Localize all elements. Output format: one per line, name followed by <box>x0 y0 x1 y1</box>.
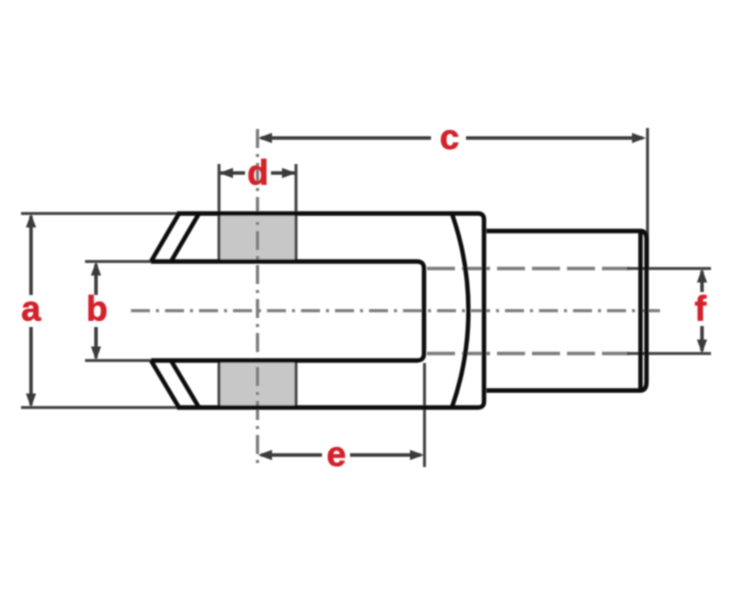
svg-text:b: b <box>86 290 107 329</box>
svg-text:f: f <box>695 290 707 329</box>
svg-text:a: a <box>21 290 41 329</box>
svg-text:e: e <box>327 435 346 474</box>
svg-text:c: c <box>440 118 459 157</box>
svg-text:d: d <box>247 154 268 193</box>
